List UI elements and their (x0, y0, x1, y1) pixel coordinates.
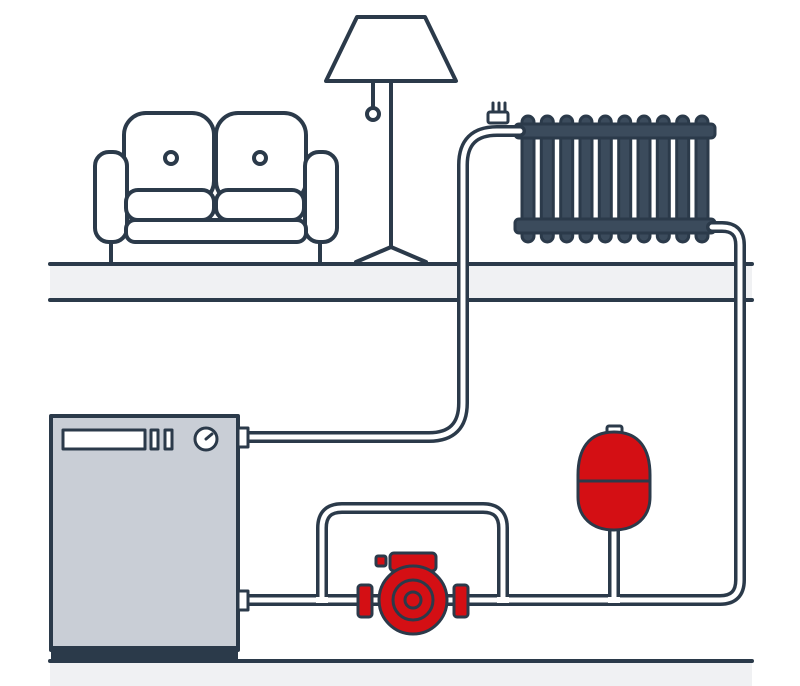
sofa-icon (93, 111, 339, 264)
radiator-section (617, 114, 633, 244)
radiator-section (520, 114, 536, 244)
pipes (240, 125, 746, 606)
radiator-section (694, 114, 710, 244)
circulation-pump-icon (356, 551, 470, 636)
radiator-section (578, 114, 594, 244)
boiler-icon (49, 414, 250, 662)
radiator-section (539, 114, 555, 244)
radiator-section (559, 114, 575, 244)
radiator-section (675, 114, 691, 244)
radiator-section (636, 114, 652, 244)
expansion-tank-icon (576, 424, 652, 532)
floor-lamp-icon (324, 15, 458, 264)
radiator-icon (486, 101, 717, 244)
upper-floor (48, 262, 754, 302)
radiator-section (655, 114, 671, 244)
ground-floor (48, 659, 754, 686)
radiator-section (597, 114, 613, 244)
